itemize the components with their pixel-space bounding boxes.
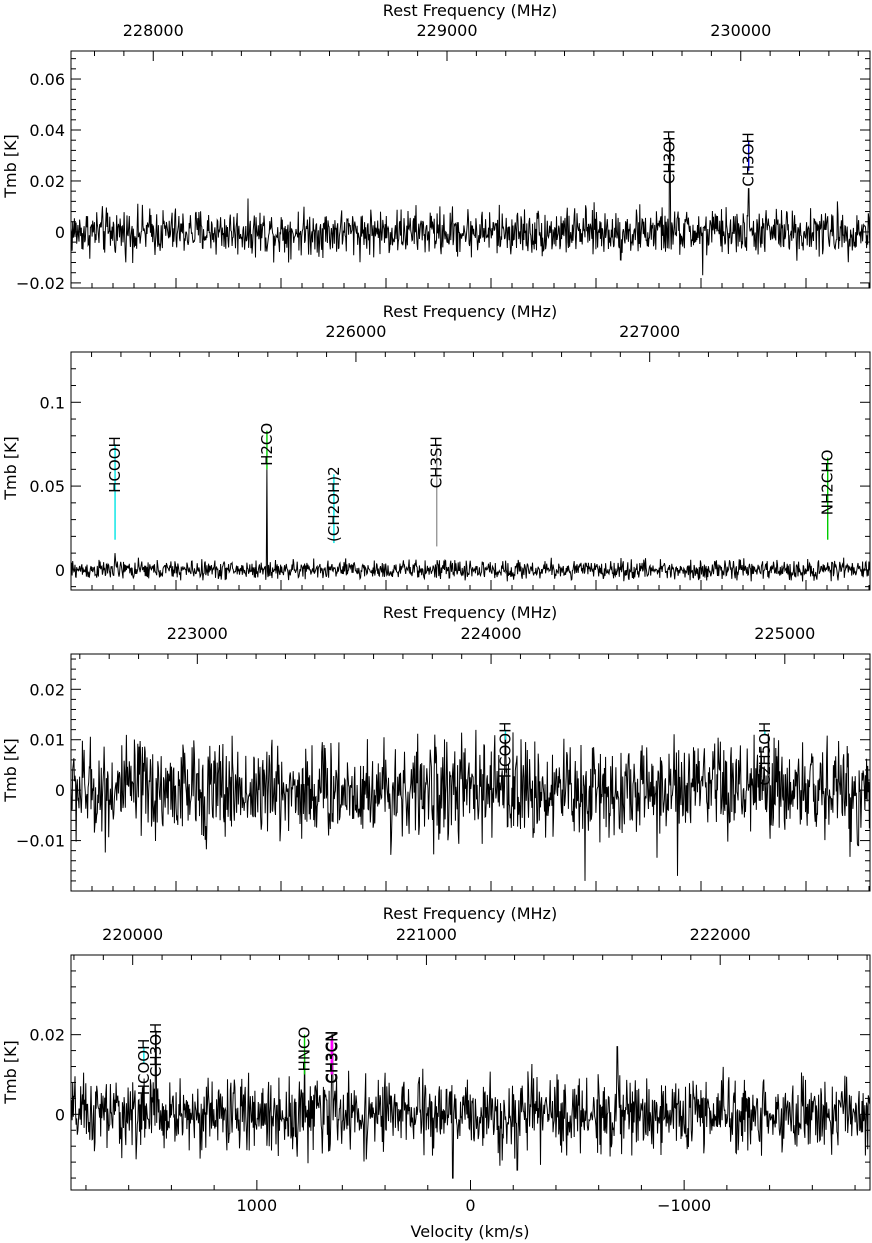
- y-axis-title-panel-1: Tmb [K]: [1, 134, 20, 199]
- line-marker-label: (CH2OH)2: [325, 466, 343, 542]
- line-marker-label: HCOOH: [135, 1039, 153, 1096]
- top-tick-label: 227000: [619, 322, 680, 341]
- y-tick-label: 0.02: [29, 172, 65, 191]
- line-marker-label: HCOOH: [106, 436, 124, 493]
- panel-1: Rest Frequency (MHz) Tmb [K] 228000 22900…: [1, 1, 871, 293]
- line-marker-label: HNCO: [296, 1027, 314, 1072]
- spectrum-trace: [70, 729, 871, 881]
- plot-frame: [70, 351, 871, 591]
- top-tick-label: 222000: [690, 925, 751, 944]
- panel-4: Rest Frequency (MHz) Tmb [K] Velocity (k…: [1, 904, 871, 1241]
- panel-2: Rest Frequency (MHz) Tmb [K] 226000 22700…: [1, 302, 871, 591]
- y-tick-label: 0.05: [29, 477, 65, 496]
- bottom-tick-label: −1000: [657, 1196, 711, 1215]
- y-tick-label: 0.01: [29, 731, 65, 750]
- line-marker-label: NH2CHO: [819, 450, 837, 516]
- y-tick-label: −0.02: [16, 274, 65, 293]
- plot-frame: [70, 954, 871, 1191]
- y-axis-title-panel-2: Tmb [K]: [1, 436, 20, 501]
- y-tick-label: 0: [55, 223, 65, 242]
- top-axis-title-panel-3: Rest Frequency (MHz): [383, 603, 557, 622]
- line-marker-label: CH3OH: [147, 1023, 165, 1077]
- bottom-tick-label: 0: [465, 1196, 475, 1215]
- y-tick-label: −0.01: [16, 832, 65, 851]
- plot-frame: [70, 653, 871, 892]
- y-axis-title-panel-4: Tmb [K]: [1, 1040, 20, 1105]
- line-marker-label: CH3OH: [740, 132, 758, 186]
- line-marker-label: H2CO: [258, 423, 276, 466]
- y-tick-label: 0.06: [29, 70, 65, 89]
- panel-3: Rest Frequency (MHz) Tmb [K] 223000 22400…: [1, 603, 871, 892]
- y-tick-label: 0.02: [29, 680, 65, 699]
- top-axis-title-panel-2: Rest Frequency (MHz): [383, 302, 557, 321]
- y-tick-label: 0: [55, 781, 65, 800]
- top-tick-label: 226000: [325, 322, 386, 341]
- y-axis-title-panel-3: Tmb [K]: [1, 738, 20, 803]
- x-axis-title: Velocity (km/s): [411, 1222, 530, 1241]
- bottom-tick-label: 1000: [237, 1196, 278, 1215]
- line-marker-label: HCOOH: [496, 722, 514, 779]
- spectrum-trace: [70, 1034, 871, 1179]
- y-tick-label: 0: [55, 561, 65, 580]
- spectrum-trace: [70, 469, 871, 582]
- y-tick-label: 0: [55, 1105, 65, 1124]
- line-marker-label: CH3OH: [661, 130, 679, 184]
- line-marker-label: CH3CN: [323, 1031, 341, 1084]
- top-tick-label: 225000: [754, 624, 815, 643]
- top-tick-label: 229000: [416, 21, 477, 40]
- line-marker-label: C2H5OH: [756, 722, 774, 786]
- top-axis-title-panel-4: Rest Frequency (MHz): [383, 904, 557, 923]
- top-tick-label: 224000: [461, 624, 522, 643]
- top-tick-label: 223000: [167, 624, 228, 643]
- top-tick-label: 220000: [102, 925, 163, 944]
- y-tick-label: 0.1: [40, 393, 65, 412]
- y-tick-label: 0.04: [29, 121, 65, 140]
- top-axis-title-panel-1: Rest Frequency (MHz): [383, 1, 557, 20]
- y-tick-label: 0.02: [29, 1026, 65, 1045]
- top-tick-label: 221000: [396, 925, 457, 944]
- top-tick-label: 228000: [123, 21, 184, 40]
- line-marker-label: CH3SH: [428, 436, 446, 488]
- top-tick-label: 230000: [710, 21, 771, 40]
- spectrum-trace: [70, 139, 871, 276]
- line-marker-label: CH3CN: [322, 1031, 340, 1084]
